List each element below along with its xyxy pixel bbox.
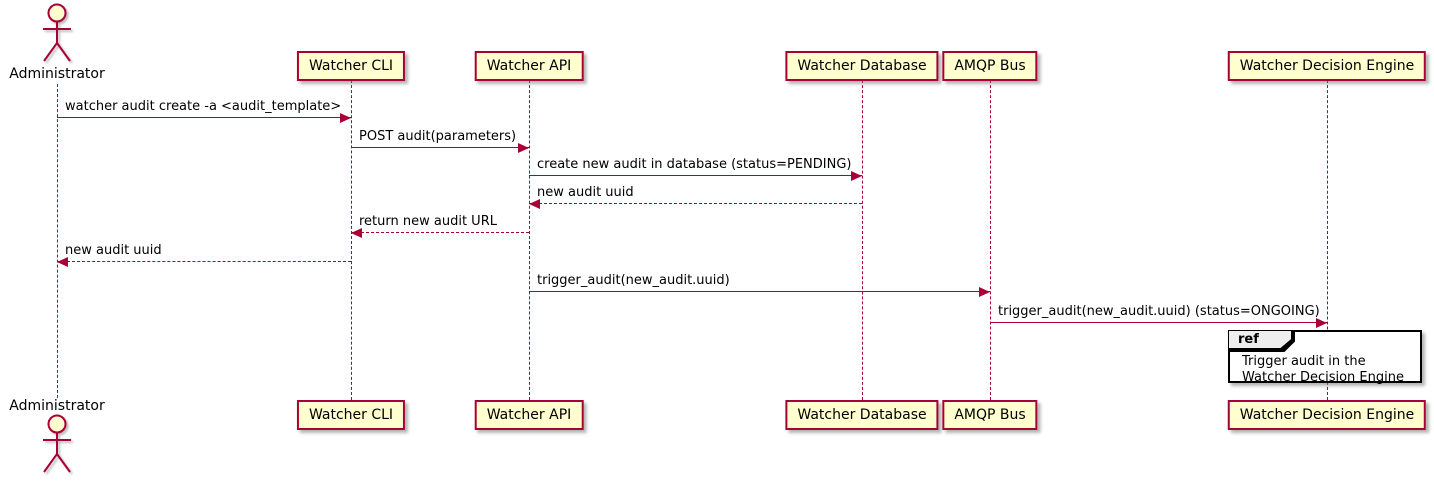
arrowhead-icon bbox=[1316, 318, 1327, 328]
participant-top-watcher-api: Watcher API bbox=[474, 51, 584, 81]
lifeline-watcher-api bbox=[529, 80, 530, 400]
ref-header: ref bbox=[1229, 331, 1295, 352]
participant-top-watcher-database: Watcher Database bbox=[785, 51, 939, 81]
message-label: watcher audit create -a <audit_template> bbox=[65, 99, 342, 114]
actor-bottom-administrator bbox=[37, 413, 77, 481]
actor-icon bbox=[43, 414, 71, 473]
arrowhead-icon bbox=[351, 228, 362, 238]
lifeline-watcher-database bbox=[862, 80, 863, 400]
ref-text-line: Watcher Decision Engine bbox=[1242, 370, 1404, 385]
message-line bbox=[57, 257, 351, 267]
arrowhead-icon bbox=[529, 199, 540, 209]
message-label: return new audit URL bbox=[359, 214, 497, 229]
lifeline-administrator bbox=[57, 84, 58, 398]
message-label: trigger_audit(new_audit.uuid) bbox=[537, 273, 730, 288]
participant-bottom-watcher-api: Watcher API bbox=[474, 400, 584, 430]
message-line bbox=[990, 318, 1327, 328]
message-line bbox=[351, 143, 529, 153]
actor-top-label-administrator: Administrator bbox=[9, 66, 105, 82]
lifeline-watcher-decision-engine bbox=[1327, 80, 1328, 400]
ref-keyword: ref bbox=[1238, 332, 1259, 347]
message-label: new audit uuid bbox=[537, 185, 634, 200]
lifeline-amqp-bus bbox=[990, 80, 991, 400]
message-label: new audit uuid bbox=[65, 243, 162, 258]
message-label: trigger_audit(new_audit.uuid) (status=ON… bbox=[998, 304, 1320, 319]
arrowhead-icon bbox=[340, 113, 351, 123]
participant-bottom-watcher-database: Watcher Database bbox=[785, 400, 939, 430]
lifeline-watcher-cli bbox=[351, 80, 352, 400]
message-label: create new audit in database (status=PEN… bbox=[537, 157, 852, 172]
message-label: POST audit(parameters) bbox=[359, 129, 517, 144]
message-line bbox=[57, 113, 351, 123]
participant-top-amqp-bus: AMQP Bus bbox=[942, 51, 1038, 81]
actor-top-administrator bbox=[37, 2, 77, 70]
participant-bottom-watcher-cli: Watcher CLI bbox=[296, 400, 406, 430]
arrowhead-icon bbox=[851, 171, 862, 181]
arrowhead-icon bbox=[979, 287, 990, 297]
participant-bottom-amqp-bus: AMQP Bus bbox=[942, 400, 1038, 430]
participant-bottom-watcher-decision-engine: Watcher Decision Engine bbox=[1227, 400, 1427, 430]
message-line bbox=[529, 199, 862, 209]
actor-bottom-label-administrator: Administrator bbox=[9, 398, 105, 414]
ref-text-line: Trigger audit in the bbox=[1242, 354, 1366, 369]
arrowhead-icon bbox=[518, 143, 529, 153]
ref-header-fill: ref bbox=[1229, 331, 1291, 348]
participant-top-watcher-cli: Watcher CLI bbox=[296, 51, 406, 81]
message-line bbox=[529, 287, 990, 297]
actor-icon bbox=[43, 3, 71, 62]
message-line bbox=[351, 228, 529, 238]
message-line bbox=[529, 171, 862, 181]
participant-top-watcher-decision-engine: Watcher Decision Engine bbox=[1227, 51, 1427, 81]
arrowhead-icon bbox=[57, 257, 68, 267]
